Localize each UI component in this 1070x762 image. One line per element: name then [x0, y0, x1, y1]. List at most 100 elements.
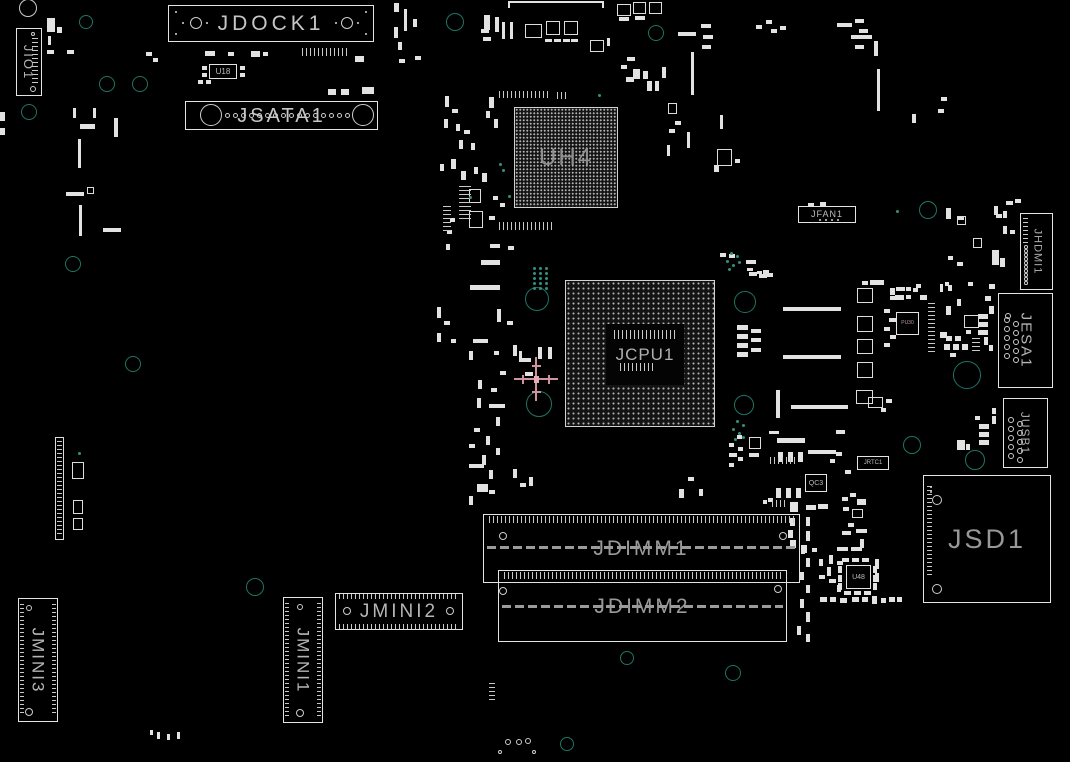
component-pad: [404, 9, 407, 31]
component-pad: [627, 57, 635, 61]
pin-dot: [356, 21, 360, 25]
component-jdimm2[interactable]: JDIMM2: [498, 570, 787, 642]
mounting-hole: [232, 112, 238, 118]
component-pad: [820, 202, 826, 206]
component-jcpu1[interactable]: JCPU1: [565, 280, 715, 427]
component-pad: [729, 453, 737, 457]
via-dot: [895, 209, 899, 213]
component-pad: [820, 597, 827, 602]
component-pad: [948, 285, 952, 291]
mounting-hole: [1013, 330, 1019, 336]
component-pad: [508, 246, 514, 250]
component-u48[interactable]: U48: [846, 565, 871, 589]
mounting-hole: [1024, 269, 1028, 273]
component-jhdmi1[interactable]: JHDMI1: [1020, 213, 1053, 290]
mounting-hole: [1024, 273, 1028, 277]
via-dot: [729, 251, 733, 255]
pin-column: [317, 603, 321, 717]
component-qc3[interactable]: QC3: [805, 474, 827, 492]
via-dot: [538, 276, 542, 280]
mounting-hole: [1017, 421, 1023, 427]
component-pad: [519, 351, 522, 362]
component-pad: [57, 27, 62, 33]
component-u18[interactable]: U18: [209, 64, 237, 79]
component-pad: [481, 29, 489, 33]
component-pad: [491, 388, 497, 392]
component-pad: [481, 260, 500, 265]
pin-dot: [929, 490, 933, 494]
component-pad: [78, 139, 81, 168]
component-pad: [80, 124, 95, 129]
component-jusb1[interactable]: JUSB1: [1003, 398, 1048, 468]
component-label-jusb1: JUSB1: [1018, 411, 1033, 455]
component-pad: [440, 164, 444, 171]
mounting-hole: [953, 361, 981, 389]
component-jdimm1[interactable]: JDIMM1: [483, 514, 800, 583]
component-pad: [67, 50, 74, 54]
component-pad: [413, 19, 417, 27]
mounting-hole: [1013, 321, 1019, 327]
component-pad: [862, 597, 868, 602]
component-outline: [957, 216, 966, 225]
component-outline: [55, 437, 64, 540]
mounting-hole: [560, 737, 574, 751]
mounting-hole: [1008, 426, 1014, 432]
component-jsata1[interactable]: JSATA1: [185, 101, 378, 130]
pin-column: [927, 486, 932, 578]
mounting-hole: [344, 112, 350, 118]
mounting-hole: [1004, 335, 1010, 341]
component-outline: [973, 238, 982, 248]
component-pad: [840, 598, 847, 603]
component-uh4[interactable]: UH4: [514, 107, 618, 208]
component-jmini1[interactable]: JMINI1: [283, 597, 323, 723]
pin-row: [772, 500, 786, 507]
component-pad: [529, 477, 533, 486]
component-jdock1[interactable]: JDOCK1: [168, 5, 374, 42]
component-jmini2[interactable]: JMINI2: [335, 593, 463, 630]
via-dot: [538, 266, 542, 270]
component-outline: [857, 316, 873, 332]
component-pad: [489, 470, 493, 479]
component-pad: [452, 109, 458, 113]
component-pad: [806, 612, 810, 622]
component-label-jfan1: JFAN1: [810, 209, 843, 219]
component-pad: [788, 530, 793, 538]
component-pad: [806, 558, 810, 567]
component-jesa1[interactable]: JESA1: [998, 293, 1053, 388]
mounting-hole: [516, 739, 522, 745]
component-pad: [751, 338, 761, 342]
component-jsd1[interactable]: JSD1: [923, 475, 1051, 603]
component-pad: [489, 404, 505, 408]
component-pad: [896, 287, 905, 291]
component-pad: [881, 598, 886, 603]
component-jmini3[interactable]: JMINI3: [18, 598, 58, 722]
component-pad: [513, 345, 517, 356]
component-pad: [703, 35, 713, 39]
component-pad: [776, 488, 781, 498]
component-pad: [989, 345, 993, 351]
component-pu30[interactable]: PU30: [896, 312, 919, 335]
component-pad: [913, 288, 918, 292]
component-pad: [669, 129, 675, 133]
component-pad: [482, 173, 487, 182]
component-pad: [975, 416, 980, 420]
mounting-hole: [1017, 448, 1023, 454]
component-jrtc1[interactable]: JRTC1: [857, 456, 889, 470]
component-pad: [829, 555, 833, 564]
component-pad: [93, 108, 96, 118]
component-pad: [886, 399, 892, 403]
component-pad: [780, 26, 786, 30]
crosshair-line: [522, 374, 524, 384]
component-pad: [881, 408, 886, 412]
component-pad: [633, 69, 640, 79]
mounting-hole: [932, 495, 942, 505]
component-pad: [206, 80, 211, 84]
component-pad: [355, 56, 364, 62]
mounting-hole: [21, 104, 37, 120]
component-pad: [477, 484, 488, 492]
component-outline: [857, 362, 873, 378]
component-jfan1[interactable]: JFAN1: [798, 206, 856, 223]
component-jio1[interactable]: JIO1: [16, 28, 42, 96]
component-pad: [783, 307, 841, 311]
